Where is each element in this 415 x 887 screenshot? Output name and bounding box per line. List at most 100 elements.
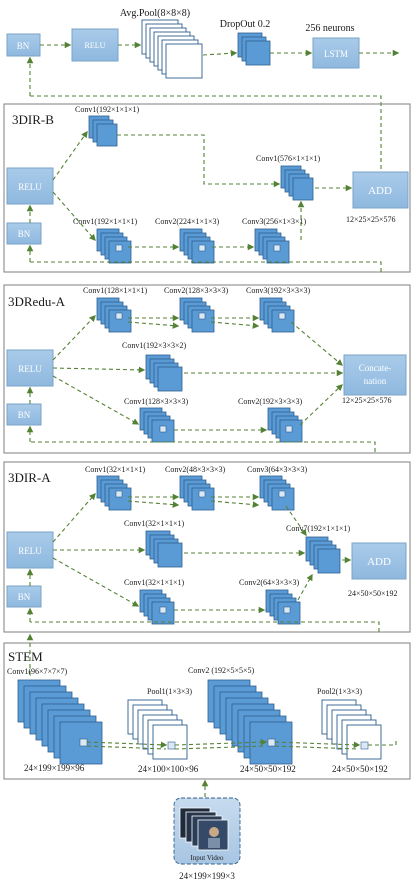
stem-dim-2: 24×100×100×96 bbox=[138, 764, 199, 774]
concat-label-2: nation bbox=[364, 376, 387, 386]
lstm-box bbox=[312, 37, 360, 69]
stem-dim-4: 24×50×50×192 bbox=[332, 764, 388, 774]
dira-r1c2-label: Conv2(48×3×3×3) bbox=[165, 465, 226, 474]
stem-pool2-stack bbox=[321, 699, 382, 760]
dirb-relu-label: RELU bbox=[18, 182, 42, 192]
stem-pool1-stack bbox=[127, 699, 188, 760]
stem-conv2-kernel bbox=[267, 738, 276, 747]
lstm-label: LSTM bbox=[324, 49, 348, 59]
redu-relu-label: RELU bbox=[18, 364, 42, 374]
dira-conv7-label: Conv7(192×1×1×1) bbox=[286, 524, 351, 533]
stem-pool2-label: Pool2(1×3×3) bbox=[317, 687, 362, 696]
output-head: BN RELU Avg.Pool(8×8×8) DropOut 0.2 256 … bbox=[6, 8, 400, 190]
dira-r1c3-label: Conv3(64×3×3×3) bbox=[247, 465, 308, 474]
block-3dir-b: 3DIR-B RELU BN Conv1(192×1×1×1) Conv1(57… bbox=[3, 103, 411, 273]
dira-relu-label: RELU bbox=[18, 546, 42, 556]
stem-frame bbox=[3, 642, 411, 780]
dirb-conv-a-stack bbox=[88, 115, 118, 147]
dirb-relu-box bbox=[6, 167, 54, 205]
stem-conv1-stack bbox=[17, 679, 103, 765]
avgpool-stack bbox=[141, 19, 203, 79]
redu-row3-stacks bbox=[139, 407, 303, 443]
redu-r1c3-label: Conv3(192×3×3×3) bbox=[246, 286, 311, 295]
dirb-conv-b2-label: Conv2(224×1×1×3) bbox=[155, 217, 220, 226]
dira-row2-stack bbox=[145, 530, 183, 568]
dropout-stack bbox=[237, 32, 271, 66]
top-arrows bbox=[26, 41, 400, 190]
dira-r1c1-label: Conv1(32×1×1×1) bbox=[85, 465, 146, 474]
dirb-add-box bbox=[352, 171, 409, 209]
dira-conv7-stack bbox=[305, 536, 341, 574]
dirb-conv-out-label: Conv1(576×1×1×1) bbox=[256, 154, 321, 163]
dira-add-box bbox=[351, 542, 407, 580]
concat-label-1: Concate- bbox=[359, 363, 391, 373]
redu-r3c1-label: Conv1(128×3×3×3) bbox=[124, 397, 189, 406]
dira-frame bbox=[3, 461, 411, 633]
dirb-add-label: ADD bbox=[368, 185, 392, 197]
dira-r2c1-label: Conv1(32×1×1×1) bbox=[124, 519, 185, 528]
stem-dim-3: 24×50×50×192 bbox=[240, 764, 296, 774]
top-bn-label: BN bbox=[17, 41, 30, 51]
video-frames-icon bbox=[179, 807, 229, 851]
dirb-title: 3DIR-B bbox=[12, 112, 54, 127]
dira-title: 3DIR-A bbox=[8, 470, 51, 485]
redu-relu-box bbox=[6, 349, 54, 387]
redu-row2-stack bbox=[145, 354, 183, 392]
dira-r3c1-label: Conv1(32×1×1×1) bbox=[124, 578, 185, 587]
redu-dim-label: 12×25×25×576 bbox=[342, 396, 392, 405]
redu-arrows bbox=[26, 314, 376, 452]
stem-dim-1: 24×199×199×96 bbox=[24, 763, 85, 773]
redu-r2c1-label: Conv1(192×3×3×2) bbox=[122, 341, 187, 350]
concat-box bbox=[343, 354, 407, 396]
stem-pool2-kernel bbox=[360, 741, 369, 750]
block-3dredu-a: 3DRedu-A RELU BN Conv1(128×1×1×1) Conv2(… bbox=[3, 284, 411, 454]
avgpool-label: Avg.Pool(8×8×8) bbox=[120, 8, 190, 19]
input-video-label: Input Video bbox=[190, 854, 224, 862]
input-dim-label: 24×199×199×3 bbox=[179, 871, 235, 881]
stem-conv2-label: Conv2 (192×5×5×5) bbox=[188, 666, 255, 675]
block-stem: STEM Conv1(96×7×7×7) Pool1(1×3×3) Conv2 … bbox=[3, 633, 411, 797]
dirb-dim-label: 12×25×25×576 bbox=[346, 215, 396, 224]
dirb-bn-label: BN bbox=[18, 229, 31, 239]
stem-pool1-label: Pool1(1×3×3) bbox=[147, 687, 192, 696]
dirb-frame bbox=[3, 103, 411, 273]
stem-pool1-kernel bbox=[167, 741, 176, 750]
stem-conv1-label: Conv1(96×7×7×7) bbox=[7, 667, 68, 676]
dira-arrows bbox=[26, 493, 380, 632]
dirb-conv-b3-label: Conv3(256×1×3×1) bbox=[242, 217, 307, 226]
dirb-arrows bbox=[26, 130, 382, 272]
redu-row1-kernels bbox=[115, 312, 286, 320]
redu-row3-kernels bbox=[159, 425, 293, 433]
top-relu-label: RELU bbox=[85, 41, 106, 50]
redu-title: 3DRedu-A bbox=[8, 294, 66, 309]
dira-add-label: ADD bbox=[367, 556, 391, 568]
dira-row3-kernels bbox=[159, 606, 291, 614]
top-relu-box bbox=[71, 28, 119, 62]
dirb-bn-box bbox=[6, 222, 42, 245]
redu-row1-stacks bbox=[96, 297, 295, 333]
neurons-label: 256 neurons bbox=[305, 23, 354, 34]
redu-r1c1-label: Conv1(128×1×1×1) bbox=[83, 286, 148, 295]
dira-bn-label: BN bbox=[18, 592, 31, 602]
redu-r3c2-label: Conv2(192×3×3×3) bbox=[238, 397, 303, 406]
dirb-conv-a-label: Conv1(192×1×1×1) bbox=[75, 105, 140, 114]
stem-arrows bbox=[26, 633, 397, 797]
redu-bn-box bbox=[6, 403, 42, 426]
redu-frame bbox=[3, 284, 411, 454]
block-3dir-a: 3DIR-A RELU BN Conv1(32×1×1×1) Conv2(48×… bbox=[3, 461, 411, 633]
dira-dim-label: 24×50×50×192 bbox=[348, 589, 398, 598]
input-video: Input Video 24×199×199×3 bbox=[173, 797, 241, 881]
dirb-conv-out-stack bbox=[280, 165, 314, 201]
redu-r1c2-label: Conv2(128×3×3×3) bbox=[164, 286, 229, 295]
dirb-conv-b1-label: Conv1(192×1×1×1) bbox=[73, 217, 138, 226]
dira-bn-box bbox=[6, 585, 42, 608]
stem-conv2-stack bbox=[207, 679, 293, 765]
dirb-conv-row bbox=[96, 228, 290, 264]
redu-bn-label: BN bbox=[18, 410, 31, 420]
dira-r3c2-label: Conv2(64×3×3×3) bbox=[239, 578, 300, 587]
stem-conv1-kernel bbox=[79, 738, 88, 747]
dropout-label: DropOut 0.2 bbox=[220, 19, 271, 30]
stem-title: STEM bbox=[8, 649, 43, 664]
dira-row1-kernels bbox=[115, 490, 286, 498]
dirb-kernel-marks bbox=[115, 244, 281, 252]
